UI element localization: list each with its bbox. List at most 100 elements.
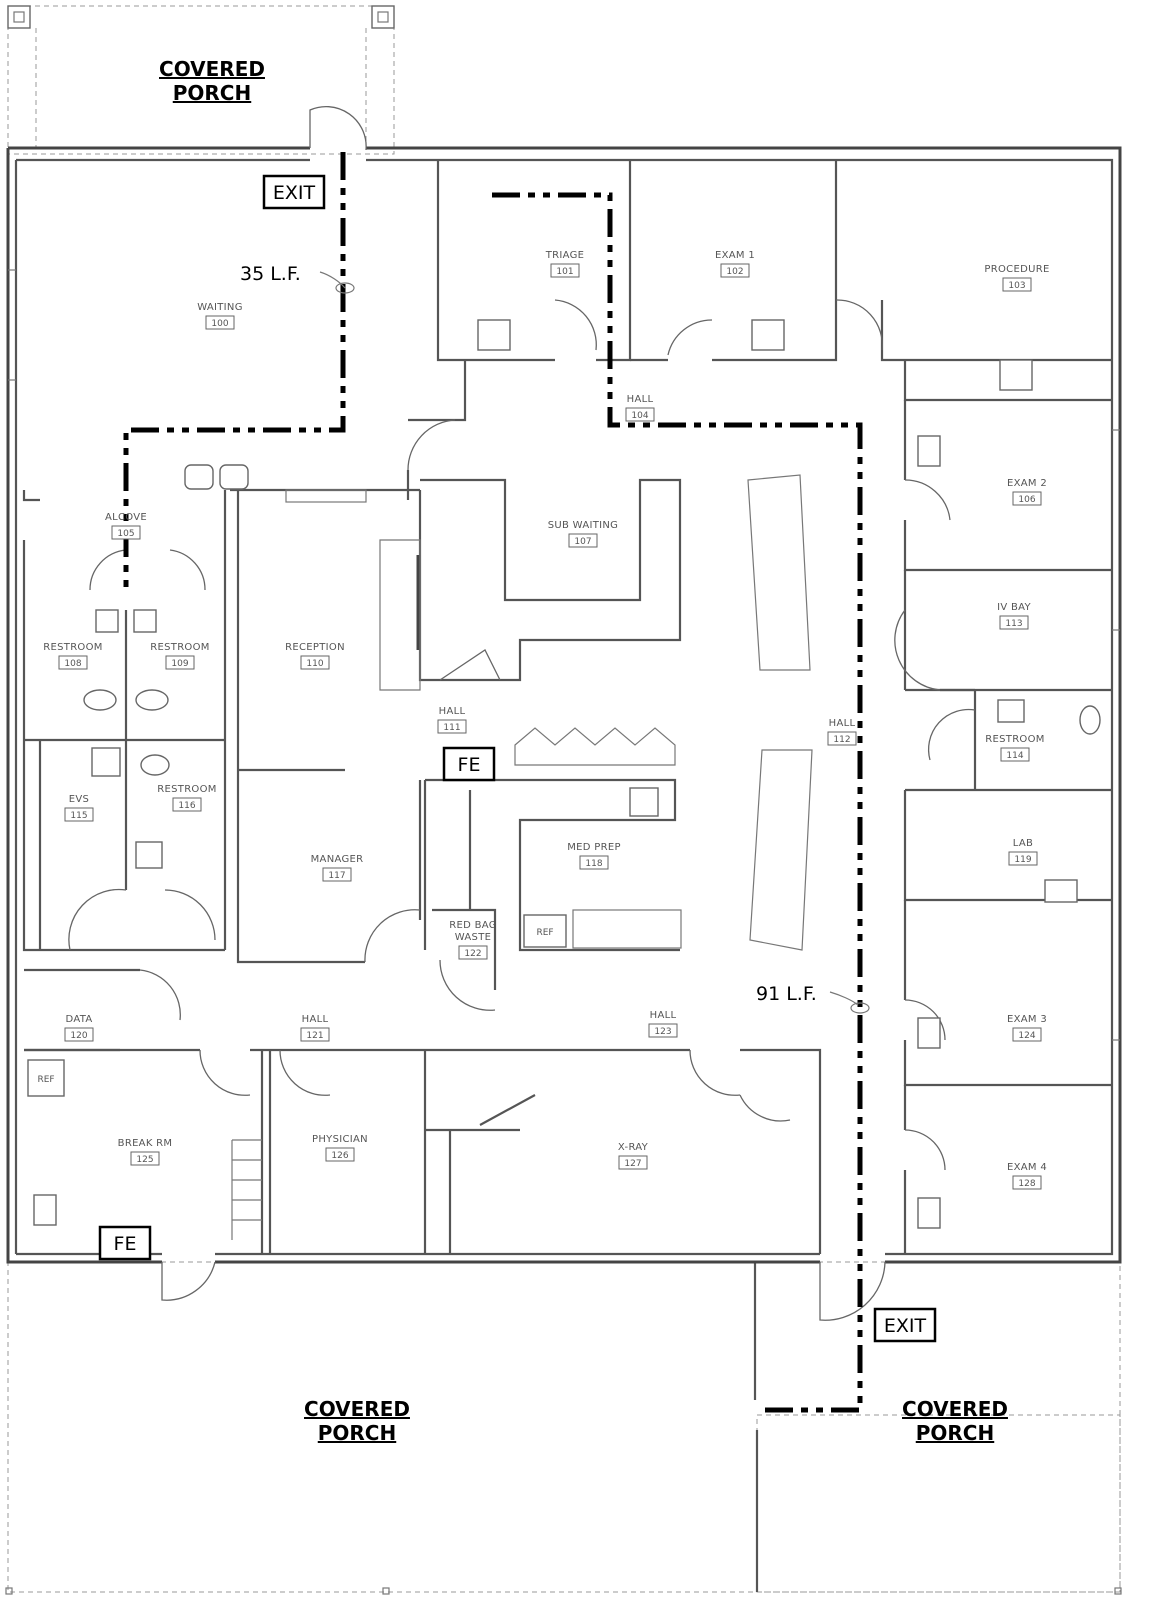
room-name: LAB xyxy=(1013,838,1033,849)
room-exam2: EXAM 2 106 xyxy=(1007,478,1047,506)
exit-label: EXIT xyxy=(273,182,316,204)
room-evs: EVS 115 xyxy=(64,794,94,822)
toilet xyxy=(83,689,117,711)
egress-path-a xyxy=(123,152,346,595)
room-name: HALL xyxy=(650,1010,677,1021)
travel-distance-b: 91 L.F. xyxy=(756,983,817,1005)
room-procedure: PROCEDURE 103 xyxy=(984,264,1049,292)
room-name: EXAM 2 xyxy=(1007,478,1047,489)
fire-extinguisher-breakroom: FE xyxy=(98,1225,152,1261)
room-name: RESTROOM xyxy=(157,784,216,795)
drinking-fountain xyxy=(219,464,249,490)
room-ivbay: IV BAY 113 xyxy=(997,602,1031,630)
toilet xyxy=(140,754,170,776)
porch-labels: COVERED PORCH COVERED PORCH COVERED PORC… xyxy=(159,57,1008,1445)
room-name: RESTROOM xyxy=(985,734,1044,745)
lab-sink xyxy=(1044,879,1078,903)
room-number: 128 xyxy=(1018,1179,1035,1189)
fe-label: FE xyxy=(458,754,481,776)
room-number: 109 xyxy=(171,659,188,669)
room-data: DATA 120 xyxy=(64,1014,94,1042)
room-hall112: HALL 112 xyxy=(827,718,857,746)
room-number: 117 xyxy=(328,871,345,881)
exterior-walls xyxy=(6,146,1122,1264)
porch-label-southwest-line1: COVERED xyxy=(304,1397,410,1421)
travel-distance-a: 35 L.F. xyxy=(240,263,301,285)
lav xyxy=(133,609,157,633)
medprep-sink xyxy=(629,787,659,817)
room-lab: LAB 119 xyxy=(1008,838,1038,866)
room-subwaiting: SUB WAITING 107 xyxy=(548,520,618,548)
room-name: RECEPTION xyxy=(285,642,345,653)
room-name: IV BAY xyxy=(997,602,1031,613)
room-number: 114 xyxy=(1006,751,1023,761)
room-number: 111 xyxy=(443,723,460,733)
room-number: 110 xyxy=(306,659,323,669)
exit-label: EXIT xyxy=(884,1315,927,1337)
drinking-fountain xyxy=(184,464,214,490)
room-number: 112 xyxy=(833,735,850,745)
room-number: 118 xyxy=(585,859,602,869)
bench-seating xyxy=(749,749,813,951)
room-triage: TRIAGE 101 xyxy=(545,250,585,278)
room-restroom114: RESTROOM 114 xyxy=(985,734,1044,762)
exam2-sink xyxy=(917,435,941,467)
porch-label-north-line2: PORCH xyxy=(173,81,251,105)
ref-label: REF xyxy=(37,1075,54,1085)
room-name: EXAM 4 xyxy=(1007,1162,1047,1173)
fixture-labels: REF REF xyxy=(37,928,553,1085)
mop-sink xyxy=(91,747,121,777)
lav xyxy=(95,609,119,633)
south-porch xyxy=(7,1261,1121,1593)
room-number: 119 xyxy=(1014,855,1031,865)
breakroom-ref xyxy=(27,1059,65,1097)
interior-walls xyxy=(22,160,1112,1254)
room-number: 107 xyxy=(574,537,591,547)
room-name: MED PREP xyxy=(567,842,621,853)
room-name: EVS xyxy=(69,794,89,805)
room-hall111: HALL 111 xyxy=(437,706,467,734)
counter-cabinets xyxy=(514,727,676,766)
fe-label: FE xyxy=(114,1233,137,1255)
room-name: HALL xyxy=(302,1014,329,1025)
room-alcove: ALCOVE 105 xyxy=(105,512,147,540)
room-name: RED BAG xyxy=(449,920,497,931)
window xyxy=(285,489,367,503)
egress-paths xyxy=(123,152,870,1413)
procedure-sink xyxy=(999,359,1033,391)
exit-sign-bottom: EXIT xyxy=(873,1307,937,1343)
room-hall104: HALL 104 xyxy=(625,394,655,422)
lav xyxy=(997,699,1025,723)
room-name: X-RAY xyxy=(618,1142,649,1153)
room-physician: PHYSICIAN 126 xyxy=(312,1134,368,1162)
porch-post-markers xyxy=(5,1587,1122,1595)
medprep-ref xyxy=(523,914,567,948)
room-number: 100 xyxy=(211,319,228,329)
exit-sign-top: EXIT xyxy=(262,174,326,210)
room-name: RESTROOM xyxy=(43,642,102,653)
exam3-sink xyxy=(917,1017,941,1049)
room-name: HALL xyxy=(627,394,654,405)
room-name: DATA xyxy=(66,1014,93,1025)
room-name: TRIAGE xyxy=(545,250,585,261)
room-number: 108 xyxy=(64,659,81,669)
room-name: ALCOVE xyxy=(105,512,147,523)
xray-shield xyxy=(479,1094,536,1126)
fixtures xyxy=(27,319,1101,1229)
room-restroom116: RESTROOM 116 xyxy=(157,784,216,812)
room-xray: X-RAY 127 xyxy=(618,1142,649,1170)
room-number: 124 xyxy=(1018,1031,1035,1041)
room-name: HALL xyxy=(439,706,466,717)
porch-label-southeast-line1: COVERED xyxy=(902,1397,1008,1421)
room-waiting: WAITING 100 xyxy=(197,302,243,330)
room-restroom109: RESTROOM 109 xyxy=(150,642,209,670)
room-restroom108: RESTROOM 108 xyxy=(43,642,102,670)
triage-sink xyxy=(477,319,511,351)
room-name: WAITING xyxy=(197,302,243,313)
room-name: BREAK RM xyxy=(118,1138,173,1149)
exam4-sink xyxy=(917,1197,941,1229)
room-labels: WAITING 100 TRIAGE 101 EXAM 1 102 PROCED… xyxy=(43,250,1049,1190)
room-name: HALL xyxy=(829,718,856,729)
room-number: 125 xyxy=(136,1155,153,1165)
